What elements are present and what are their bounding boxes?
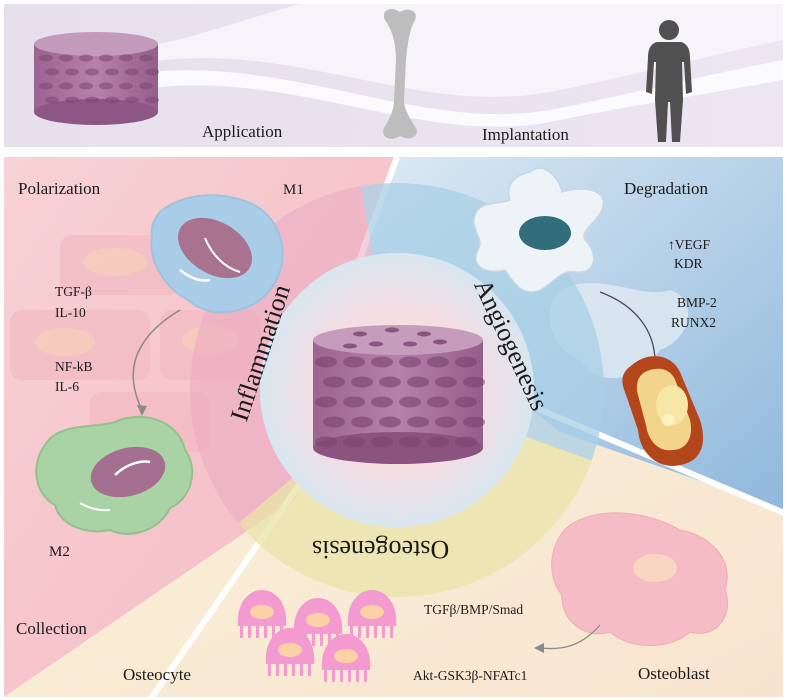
femur-bone-icon [383, 9, 417, 139]
inflammation-factor-tgf: TGF-β [55, 284, 92, 299]
osteogenesis-ring-title: Osteogenesis [312, 535, 450, 564]
scaffold-small-icon [34, 32, 159, 125]
angiogenesis-arrow [599, 291, 656, 363]
inflammation-factor-nfkb: NF-kB [55, 359, 93, 374]
osteoblast-label: Osteoblast [638, 664, 710, 683]
pathway-tgfb-bmp-smad: TGFβ/BMP/Smad [424, 602, 524, 617]
pathway-akt-gsk3b-nfatc1: Akt-GSK3β-NFATc1 [413, 668, 528, 683]
human-silhouette-icon [646, 20, 692, 142]
angio-factor-kdr: KDR [674, 256, 703, 271]
osteoblast-cell-icon [551, 512, 729, 646]
m1-macrophage-icon [150, 194, 284, 314]
inflammation-factor-il6: IL-6 [55, 379, 79, 394]
degradation-label: Degradation [624, 179, 709, 198]
m2-label: M2 [49, 544, 70, 560]
scaffold-large-icon [313, 325, 485, 464]
implantation-label: Implantation [482, 125, 569, 144]
m1-label: M1 [283, 182, 304, 198]
inflammation-factor-il10: IL-10 [55, 305, 86, 320]
m2-macrophage-icon [35, 415, 194, 535]
angio-factor-bmp2: BMP-2 [677, 295, 717, 310]
collection-label: Collection [16, 619, 87, 638]
angio-factor-vegf: ↑VEGF [668, 237, 711, 252]
osteogenesis-arrow [539, 624, 601, 650]
polarization-label: Polarization [18, 179, 101, 198]
blood-vessel-icon [622, 356, 704, 466]
osteocyte-label: Osteocyte [123, 665, 191, 684]
osteocyte-cells-icon [237, 590, 397, 682]
flow-band [150, 4, 783, 97]
application-label: Application [202, 122, 283, 141]
degrading-scaffold-cell-icon [473, 167, 605, 293]
polarization-arrow [132, 309, 181, 411]
angio-factor-runx2: RUNX2 [671, 315, 717, 330]
